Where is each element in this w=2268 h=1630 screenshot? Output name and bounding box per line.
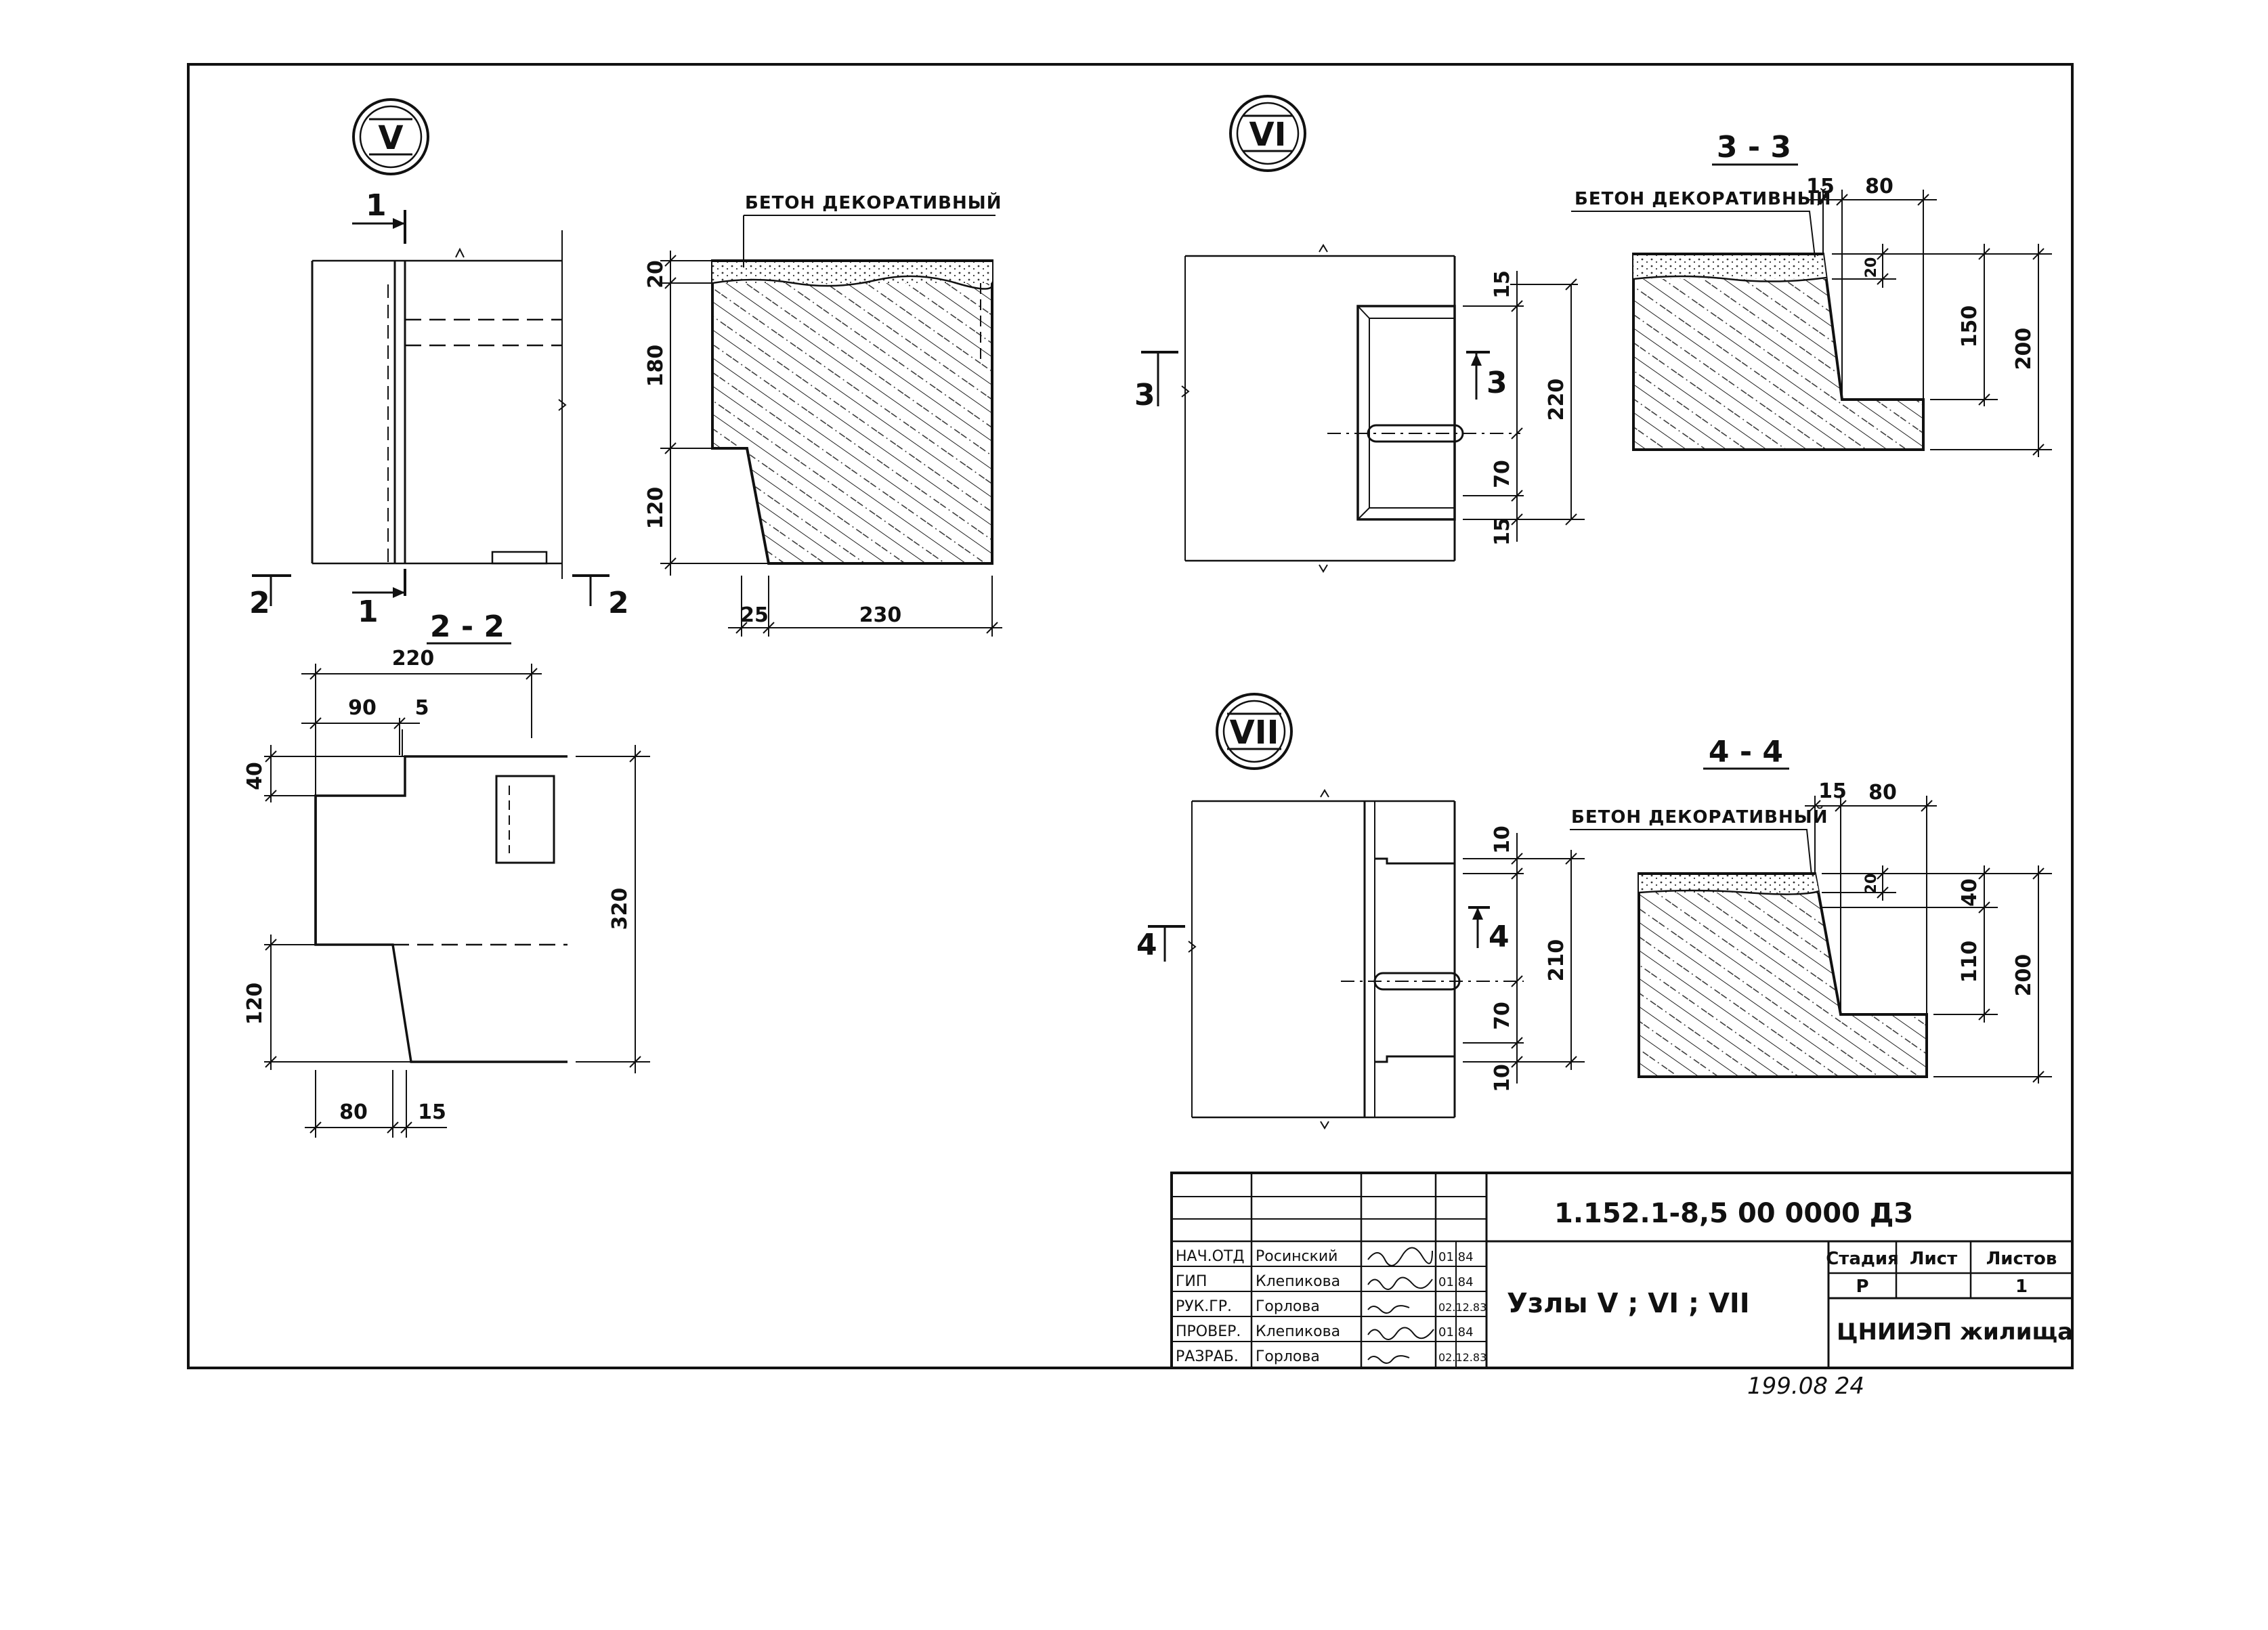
- sheets-header: Листов: [1986, 1249, 2057, 1269]
- row-date: 02.12.83: [1438, 1301, 1486, 1314]
- row-role: ГИП: [1176, 1273, 1207, 1290]
- cut-3-left-label: 3: [1134, 378, 1155, 412]
- signature-scribbles: [1367, 1247, 1434, 1364]
- row-name: Горлова: [1256, 1298, 1320, 1315]
- stage-header: Стадия: [1826, 1249, 1899, 1269]
- row-date: 02.12.83: [1438, 1351, 1486, 1364]
- dim-22-15: 15: [418, 1100, 446, 1124]
- dim-44-40: 40: [1958, 878, 1982, 907]
- node-vii-label: VII: [1230, 714, 1279, 752]
- decor-concrete-label-vii: БЕТОН ДЕКОРАТИВНЫЙ: [1571, 806, 1828, 828]
- decor-concrete-label-v: БЕТОН ДЕКОРАТИВНЫЙ: [745, 192, 1002, 213]
- sheet-title: Узлы V ; VI ; VII: [1507, 1288, 1750, 1319]
- dim-vii-10b: 10: [1491, 1064, 1514, 1092]
- node-vii-plan: [1148, 789, 1585, 1130]
- dim-22-5: 5: [415, 696, 429, 720]
- row-role: НАЧ.ОТД: [1176, 1248, 1245, 1265]
- doc-code: 1.152.1-8,5 00 0000 ДЗ: [1554, 1198, 1913, 1229]
- row-role: ПРОВЕР.: [1176, 1323, 1241, 1340]
- section-3-3-drawing: [1571, 190, 2052, 457]
- dim-v-230: 230: [859, 603, 902, 627]
- sheet-header: Лист: [1910, 1249, 1957, 1269]
- row-role: РАЗРАБ.: [1176, 1348, 1239, 1365]
- dim-v-180: 180: [644, 345, 668, 387]
- row-name: Клепикова: [1256, 1273, 1340, 1290]
- dim-33-150: 150: [1958, 305, 1982, 348]
- dim-22-120: 120: [243, 983, 267, 1025]
- sheet-frame: [187, 63, 2074, 1369]
- dim-vi-220: 220: [1545, 379, 1568, 421]
- dim-vi-70: 70: [1491, 460, 1514, 488]
- section-4-4-title: 4 - 4: [1709, 735, 1783, 769]
- dim-33-80: 80: [1865, 175, 1893, 198]
- node-vi-label: VI: [1249, 116, 1286, 154]
- row-date: 01.84: [1438, 1275, 1474, 1289]
- dim-44-20: 20: [1863, 874, 1880, 895]
- dim-22-80: 80: [339, 1100, 368, 1124]
- archive-number: 199.08 24: [1747, 1373, 1864, 1400]
- section-2-2-title: 2 - 2: [430, 609, 505, 644]
- dim-33-20: 20: [1863, 257, 1880, 278]
- dim-44-110: 110: [1958, 941, 1982, 983]
- dim-22-220: 220: [392, 647, 435, 670]
- row-date: 01.84: [1438, 1325, 1474, 1339]
- dim-v-25: 25: [740, 603, 769, 627]
- dim-v-120: 120: [644, 487, 668, 530]
- node-vii-marker: VII: [1216, 693, 1293, 770]
- cut-1-bottom-label: 1: [358, 595, 379, 629]
- dim-22-40: 40: [243, 762, 267, 790]
- dim-22-320: 320: [608, 888, 632, 930]
- dim-22-90: 90: [348, 696, 377, 720]
- node-v-marker: V: [352, 98, 429, 175]
- dim-vii-10a: 10: [1491, 825, 1514, 854]
- decor-concrete-label-vi: БЕТОН ДЕКОРАТИВНЫЙ: [1575, 188, 1831, 209]
- cut-4-left-label: 4: [1136, 928, 1157, 962]
- node-vi-marker: VI: [1229, 95, 1306, 172]
- organization-name: ЦНИИЭП жилища: [1837, 1318, 2073, 1346]
- cut-2-left-label: 2: [249, 586, 270, 620]
- node-vi-plan: [1141, 244, 1585, 573]
- row-name: Росинский: [1256, 1248, 1338, 1265]
- dim-44-15: 15: [1818, 779, 1847, 803]
- dim-33-200: 200: [2012, 328, 2036, 370]
- row-date: 01.84: [1438, 1250, 1474, 1264]
- node-v-label: V: [378, 119, 403, 157]
- stage-value: Р: [1856, 1277, 1868, 1297]
- sheets-value: 1: [2015, 1277, 2028, 1297]
- row-name: Горлова: [1256, 1348, 1320, 1365]
- node-v-profile: [660, 215, 1002, 637]
- row-name: Клепикова: [1256, 1323, 1340, 1340]
- node-v-elevation: [252, 210, 609, 606]
- dim-44-200: 200: [2012, 954, 2036, 997]
- dim-v-20: 20: [644, 260, 668, 288]
- signature-rows: НАЧ.ОТД Росинский 01.84 ГИП Клепикова 01…: [1176, 1248, 1486, 1365]
- dim-vii-70: 70: [1491, 1002, 1514, 1030]
- row-role: РУК.ГР.: [1176, 1298, 1232, 1315]
- cut-4-right-label: 4: [1489, 920, 1510, 954]
- dim-vi-15b: 15: [1491, 517, 1514, 546]
- dim-33-15: 15: [1806, 175, 1835, 198]
- section-3-3-title: 3 - 3: [1717, 130, 1791, 165]
- section-4-4-drawing: [1570, 796, 2052, 1084]
- dim-44-80: 80: [1868, 781, 1897, 805]
- cut-1-top-label: 1: [366, 188, 387, 223]
- dim-vi-15a: 15: [1491, 270, 1514, 299]
- cut-2-right-label: 2: [608, 586, 629, 620]
- cut-3-right-label: 3: [1486, 366, 1507, 400]
- section-2-2-drawing: [264, 664, 650, 1138]
- dim-vii-210: 210: [1545, 939, 1568, 982]
- title-block: [1170, 1172, 2074, 1369]
